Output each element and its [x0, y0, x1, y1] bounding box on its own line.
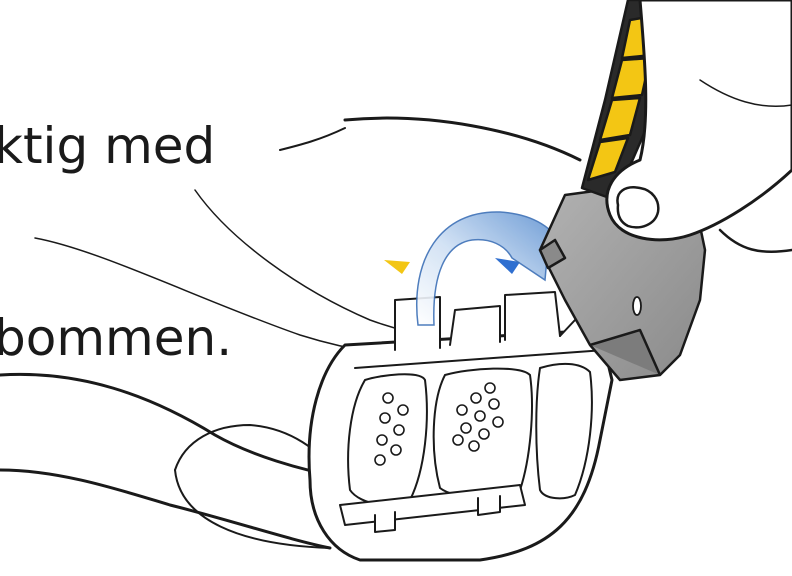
align-triangle-icon — [384, 260, 410, 274]
battery-tray — [309, 292, 612, 560]
